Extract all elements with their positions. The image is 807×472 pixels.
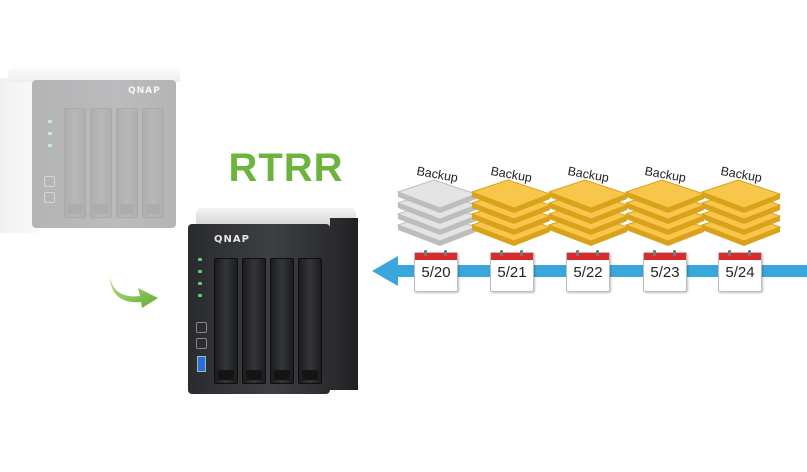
calendar-date: 5/23	[650, 264, 680, 281]
status-led	[198, 282, 202, 285]
calendar-ring	[748, 250, 751, 256]
source-nas-front: QNAP	[32, 80, 176, 228]
calendar-ring	[673, 250, 676, 256]
source-drive-bay	[64, 108, 86, 218]
calendar-date: 5/21	[497, 264, 527, 281]
calendar-icon: 5/21	[490, 250, 534, 292]
target-drive-bay	[270, 258, 294, 384]
calendar-ring	[596, 250, 599, 256]
calendar-ring	[444, 250, 447, 256]
calendar-date: 5/20	[421, 264, 451, 281]
calendar-ring	[424, 250, 427, 256]
source-nas-top	[8, 68, 180, 82]
copy-button	[196, 338, 207, 349]
backup-sheet	[547, 179, 629, 213]
source-drive-bay	[90, 108, 112, 218]
backup-sheet	[470, 179, 552, 213]
status-led	[198, 270, 202, 273]
backup-stack: Backup	[698, 160, 784, 246]
calendar-date: 5/24	[725, 264, 755, 281]
calendar-ring	[728, 250, 731, 256]
target-drive-bay	[298, 258, 322, 384]
calendar-icon: 5/20	[414, 250, 458, 292]
source-drive-bay	[116, 108, 138, 218]
calendar-header	[415, 253, 457, 260]
backup-stack: Backup	[468, 160, 554, 246]
calendar-header	[644, 253, 686, 260]
power-button	[44, 176, 55, 187]
backup-sheet	[624, 179, 706, 213]
curved-green-arrow-icon	[110, 276, 158, 308]
target-drive-bay	[242, 258, 266, 384]
usb-port	[197, 356, 206, 372]
calendar-date: 5/22	[573, 264, 603, 281]
target-nas-top	[196, 208, 356, 228]
target-nas-side	[330, 218, 358, 390]
status-led	[198, 294, 202, 297]
calendar-ring	[576, 250, 579, 256]
source-drive-bay	[142, 108, 164, 218]
backup-stack: Backup	[545, 160, 631, 246]
target-drive-bay	[214, 258, 238, 384]
power-button	[196, 322, 207, 333]
status-led	[48, 144, 52, 147]
calendar-ring	[500, 250, 503, 256]
calendar-icon: 5/24	[718, 250, 762, 292]
source-nas-logo: QNAP	[128, 86, 161, 96]
calendar-ring	[653, 250, 656, 256]
calendar-header	[719, 253, 761, 260]
source-nas: QNAP	[0, 68, 180, 238]
status-led	[198, 258, 202, 261]
target-nas-logo: QNAP	[214, 234, 250, 245]
copy-button	[44, 192, 55, 203]
calendar-icon: 5/23	[643, 250, 687, 292]
calendar-ring	[520, 250, 523, 256]
backup-sheet	[700, 179, 782, 213]
calendar-header	[491, 253, 533, 260]
calendar-header	[567, 253, 609, 260]
source-nas-side	[0, 78, 38, 233]
status-led	[48, 132, 52, 135]
target-nas: QNAP	[188, 208, 368, 398]
status-led	[48, 120, 52, 123]
calendar-icon: 5/22	[566, 250, 610, 292]
rtrr-title: RTRR	[228, 146, 344, 190]
backup-stack: Backup	[622, 160, 708, 246]
target-nas-front: QNAP	[188, 224, 330, 394]
